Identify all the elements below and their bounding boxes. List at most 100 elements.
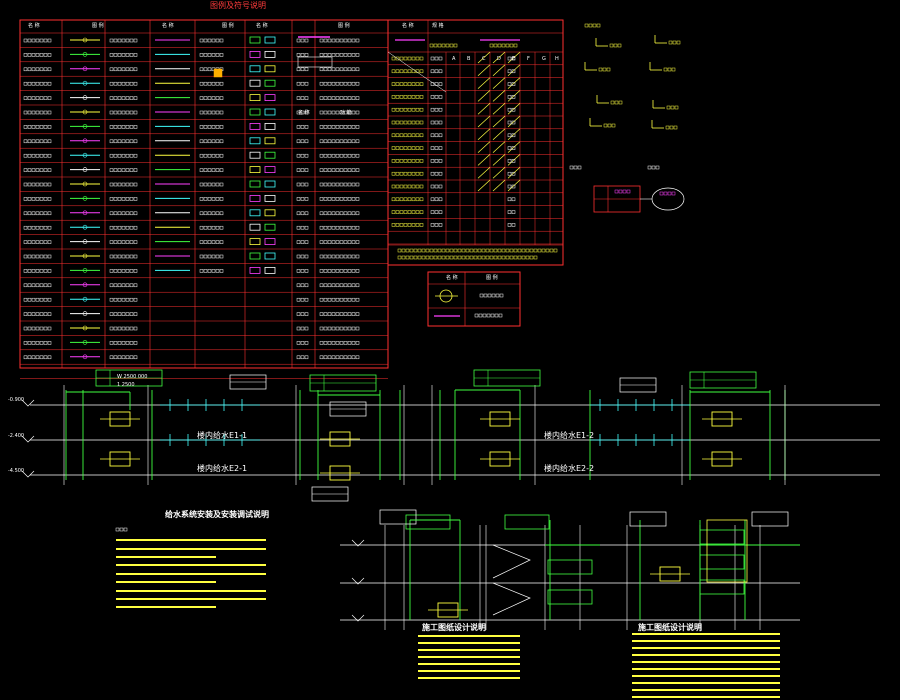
legend-valve-symbol bbox=[249, 151, 261, 159]
legend-name-glyph bbox=[27, 168, 32, 172]
pipe-col-letter-d: D bbox=[497, 56, 501, 62]
pipe-spec-glyph bbox=[430, 107, 435, 112]
pipe-name-glyph bbox=[415, 171, 420, 176]
legend-name-glyph bbox=[35, 341, 40, 345]
legend-name-glyph bbox=[109, 81, 114, 86]
legend-name-glyph bbox=[39, 312, 44, 316]
legend-name-glyph bbox=[31, 53, 36, 57]
pipe-hatch bbox=[507, 166, 521, 179]
legend-name-glyph bbox=[109, 269, 114, 273]
legend-desc-glyph bbox=[331, 225, 336, 230]
pipe-name-glyph bbox=[419, 107, 424, 112]
notes-left-subtitle-glyph bbox=[123, 527, 128, 532]
legend-desc-glyph bbox=[351, 326, 356, 331]
legend-desc-glyph bbox=[339, 283, 344, 288]
legend-name-glyph bbox=[199, 269, 204, 273]
level-label-1: -0.900 bbox=[8, 397, 25, 403]
pipe-hatch bbox=[477, 51, 491, 64]
legend-name-glyph bbox=[35, 81, 40, 86]
legend-desc-glyph bbox=[327, 211, 332, 216]
pipe-footnote-glyph bbox=[409, 255, 414, 260]
legend-name-glyph bbox=[304, 254, 309, 259]
legend-name-glyph bbox=[125, 326, 130, 331]
legend-name-glyph bbox=[109, 297, 114, 302]
legend-name-glyph bbox=[207, 110, 212, 115]
legend-name-glyph bbox=[121, 110, 126, 115]
legend-name-glyph bbox=[31, 297, 36, 302]
legend-name-glyph bbox=[296, 240, 301, 244]
legend-name-glyph bbox=[43, 96, 48, 100]
pipe-name-glyph bbox=[411, 107, 416, 112]
detail-label-glyph bbox=[666, 105, 671, 110]
legend-name-glyph bbox=[27, 326, 32, 331]
legend-name-glyph bbox=[113, 139, 118, 144]
legend-name-glyph bbox=[219, 139, 224, 144]
section-west-lower-label: 楼内给水E2-1 bbox=[197, 464, 248, 473]
legend-desc-glyph bbox=[331, 297, 336, 302]
legend-name-glyph bbox=[304, 269, 309, 273]
legend-name-glyph bbox=[47, 96, 52, 100]
legend-name-glyph bbox=[215, 240, 220, 244]
pipe-name-glyph bbox=[391, 82, 396, 86]
pipe-footnote-glyph bbox=[421, 248, 426, 253]
legend-desc-glyph bbox=[339, 81, 344, 86]
legend-desc-glyph bbox=[331, 125, 336, 129]
legend-desc-glyph bbox=[343, 53, 348, 57]
legend-name-glyph bbox=[300, 269, 305, 273]
legend-name-glyph bbox=[129, 139, 134, 144]
pipe-name-glyph bbox=[391, 69, 396, 74]
legend-desc-glyph bbox=[355, 139, 360, 144]
pipe-col-letter-h: H bbox=[555, 56, 559, 62]
pipe-name-glyph bbox=[395, 95, 400, 99]
legend-name-glyph bbox=[47, 355, 52, 360]
legend-desc-glyph bbox=[323, 125, 328, 129]
legend-name-glyph bbox=[31, 96, 36, 100]
pipe-name-glyph bbox=[411, 95, 416, 99]
legend-desc-glyph bbox=[339, 211, 344, 216]
legend-desc-glyph bbox=[355, 254, 360, 259]
legend-desc-glyph bbox=[355, 326, 360, 331]
legend-desc-glyph bbox=[343, 297, 348, 302]
legend-name-glyph bbox=[203, 240, 208, 244]
legend-name-glyph bbox=[117, 96, 122, 100]
legend-name-glyph bbox=[199, 197, 204, 201]
legend-name-glyph bbox=[39, 283, 44, 288]
pipe-footnote-glyph bbox=[397, 248, 402, 253]
legend-name-glyph bbox=[199, 125, 204, 129]
legend-desc-glyph bbox=[355, 96, 360, 100]
legend-desc-glyph bbox=[327, 168, 332, 172]
legend-name-glyph bbox=[39, 269, 44, 273]
pipe-name-glyph bbox=[399, 146, 404, 150]
level-label-2: -2.400 bbox=[8, 433, 25, 439]
small-table-glyph bbox=[499, 293, 504, 298]
legend-desc-glyph bbox=[343, 125, 348, 129]
legend-name-glyph bbox=[43, 225, 48, 230]
legend-name-glyph bbox=[300, 326, 305, 331]
pipe-mark-glyph bbox=[507, 159, 512, 163]
pipe-mark-glyph bbox=[511, 184, 516, 189]
pipe-spec-glyph bbox=[430, 210, 435, 214]
detail-label-glyph bbox=[670, 105, 675, 110]
legend-valve-symbol bbox=[264, 194, 276, 202]
legend-desc-glyph bbox=[351, 283, 356, 288]
legend-name-glyph bbox=[39, 139, 44, 144]
pipe-footnote-glyph bbox=[461, 255, 466, 260]
legend-name-glyph bbox=[296, 225, 301, 230]
legend-name-glyph bbox=[113, 38, 118, 43]
legend-name-glyph bbox=[39, 182, 44, 187]
pipe-mark-glyph bbox=[511, 69, 516, 74]
legend-name-glyph bbox=[117, 125, 122, 129]
legend-name-glyph bbox=[211, 81, 216, 86]
legend-desc-glyph bbox=[327, 81, 332, 86]
pipe-name-glyph bbox=[415, 210, 420, 214]
legend-desc-glyph bbox=[351, 355, 356, 360]
pipe-footnote-glyph bbox=[501, 248, 506, 253]
small-table-glyph bbox=[482, 313, 487, 318]
legend-name-glyph bbox=[23, 312, 28, 316]
legend-name-glyph bbox=[113, 110, 118, 115]
pipe-spec-glyph bbox=[434, 184, 439, 189]
legend-name-glyph bbox=[125, 182, 130, 187]
legend-name-glyph bbox=[125, 225, 130, 230]
pipe-spec-glyph bbox=[434, 69, 439, 74]
